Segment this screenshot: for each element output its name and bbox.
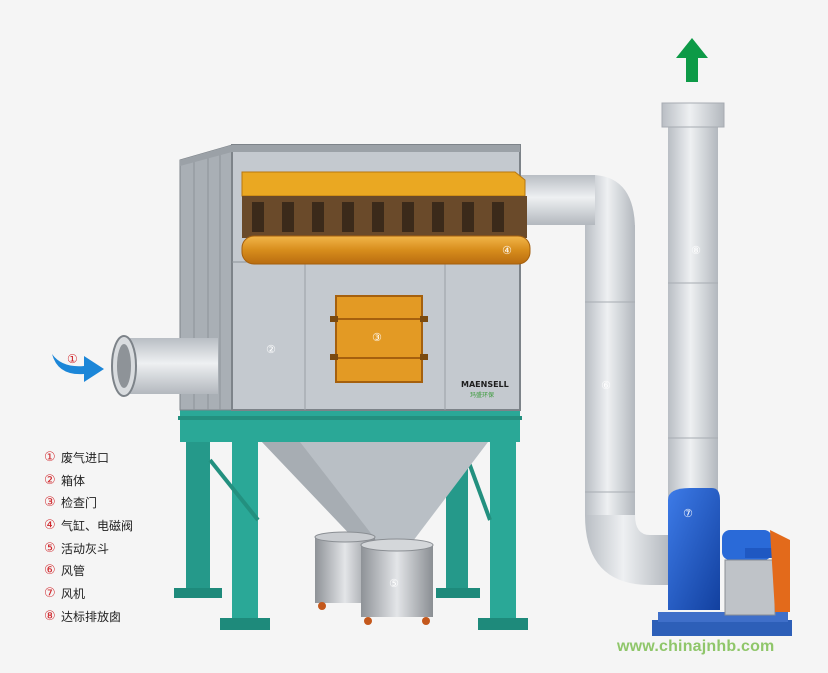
callout-6: ⑥	[601, 379, 611, 392]
callout-7: ⑦	[683, 507, 693, 520]
legend-label: 风机	[61, 586, 86, 601]
inlet-arrow-icon	[52, 354, 104, 382]
inlet-pipe	[111, 335, 218, 397]
legend-item: ③ 检查门	[44, 491, 133, 514]
legend-item: ① 废气进口	[44, 446, 133, 469]
inspection-door	[330, 295, 428, 383]
legend-item: ④ 气缸、电磁阀	[44, 514, 133, 537]
callout-2: ②	[266, 343, 276, 356]
legend-number: ③	[44, 495, 56, 511]
callout-1: ①	[67, 352, 78, 366]
legend-label: 风管	[61, 564, 86, 579]
legend-label: 箱体	[61, 473, 86, 488]
callout-5: ⑤	[389, 577, 399, 590]
legend-item: ⑤ 活动灰斗	[44, 537, 133, 560]
legend-label: 检查门	[61, 496, 98, 511]
brand-logo: MAENSELL 玛盛环保	[461, 380, 509, 399]
legend-number: ①	[44, 449, 56, 465]
callout-3: ③	[372, 331, 382, 344]
legend-number: ⑦	[44, 585, 56, 601]
legend-item: ② 箱体	[44, 469, 133, 492]
legend-number: ⑧	[44, 608, 56, 624]
legend-item: ⑧ 达标排放囱	[44, 605, 133, 628]
exhaust-arrow-icon	[676, 38, 708, 82]
callout-4: ④	[502, 244, 512, 257]
exhaust-stack	[661, 102, 725, 518]
legend-item: ⑥ 风管	[44, 559, 133, 582]
brand-name: MAENSELL	[461, 380, 509, 389]
fan-unit	[652, 488, 792, 636]
legend-number: ②	[44, 472, 56, 488]
callouts: ① ② ③ ④ ⑤ ⑥ ⑦ ⑧	[67, 244, 701, 590]
air-duct	[515, 175, 670, 585]
legend: ① 废气进口 ② 箱体 ③ 检查门 ④ 气缸、电磁阀 ⑤ 活动灰斗 ⑥ 风管 ⑦ 风机 ⑧ 达标…	[44, 446, 133, 628]
legend-label: 气缸、电磁阀	[61, 518, 134, 533]
legend-number: ⑤	[44, 540, 56, 556]
legend-number: ④	[44, 517, 56, 533]
dust-bins	[314, 531, 434, 625]
legend-item: ⑦ 风机	[44, 582, 133, 605]
legend-label: 活动灰斗	[61, 541, 110, 556]
legend-number: ⑥	[44, 563, 56, 579]
callout-8: ⑧	[691, 244, 701, 257]
cylinder-valve-manifold	[241, 171, 531, 265]
legend-label: 废气进口	[61, 450, 110, 465]
legend-label: 达标排放囱	[61, 609, 122, 624]
support-frame	[174, 410, 528, 630]
brand-subtitle: 玛盛环保	[470, 391, 494, 399]
watermark: www.chinajnhb.com	[617, 638, 775, 655]
